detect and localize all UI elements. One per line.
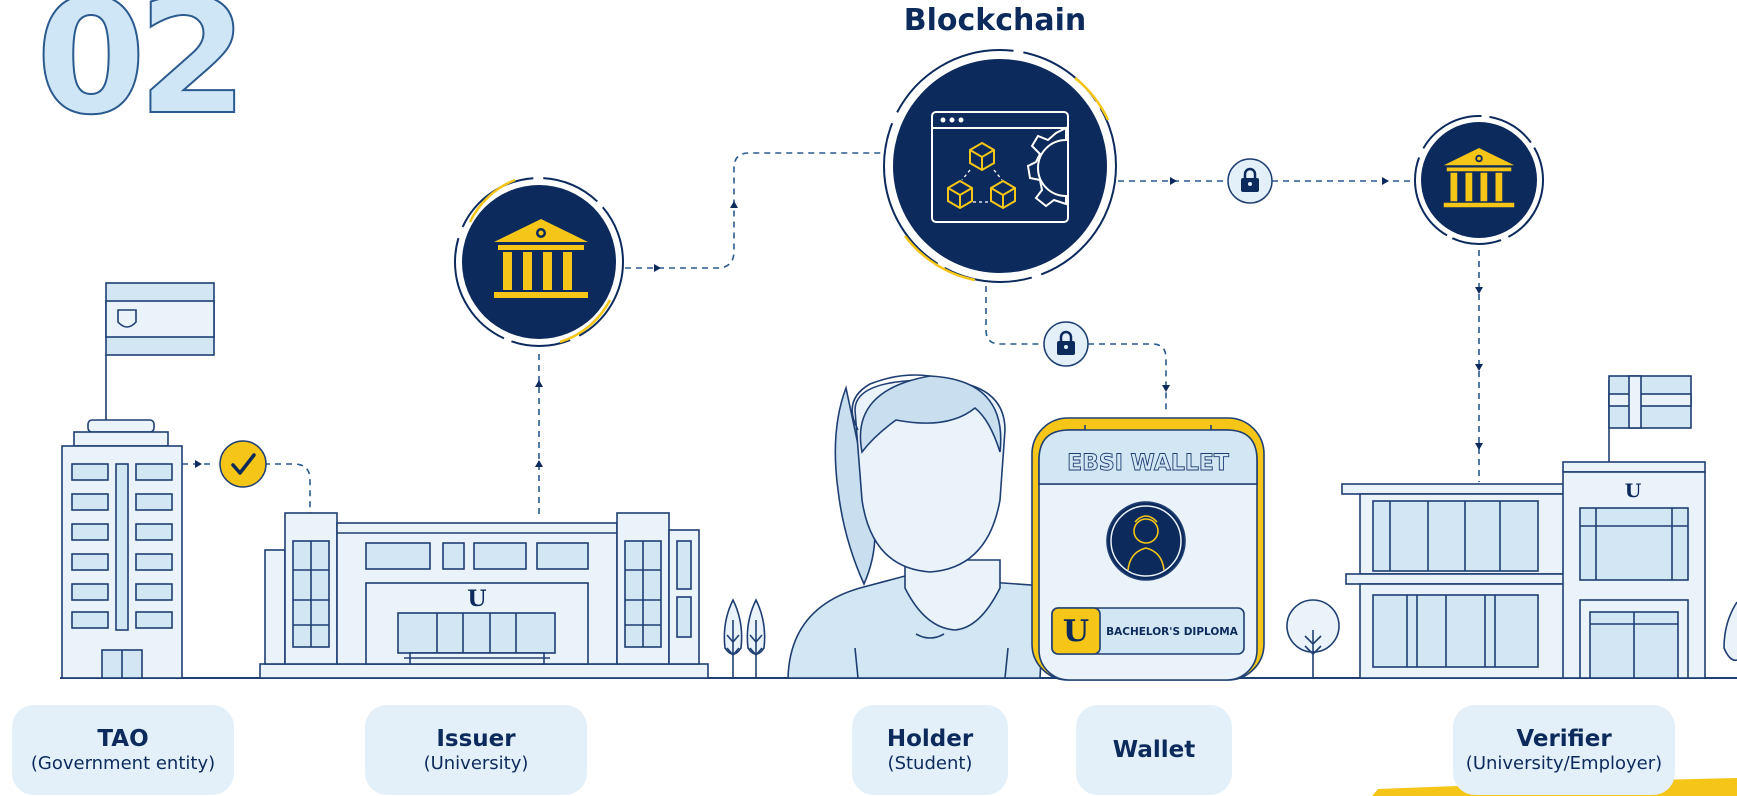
lock-icon <box>1042 320 1090 368</box>
role-name: TAO <box>97 726 149 752</box>
issuer-node <box>454 177 624 347</box>
role-detail: (University) <box>423 753 529 774</box>
role-name: Verifier <box>1516 726 1612 752</box>
role-detail: (University/Employer) <box>1465 753 1663 774</box>
tree-icon <box>723 598 766 678</box>
verifier-node <box>1414 115 1544 245</box>
shield-icon <box>117 309 137 328</box>
holder-label: Holder (Student) <box>852 705 1008 795</box>
cube-icon <box>947 142 1016 209</box>
avatar <box>1127 515 1165 571</box>
role-detail: (Government entity) <box>30 753 216 774</box>
blockchain-title: Blockchain <box>904 3 1087 38</box>
connectors <box>182 152 1480 524</box>
gear-icon <box>1026 126 1067 208</box>
wallet-phone <box>1031 417 1265 681</box>
university-badge: U <box>467 586 486 612</box>
lock-icon <box>1226 157 1274 205</box>
check-icon <box>219 440 267 488</box>
tao-building <box>61 282 215 679</box>
verifier-label: Verifier (University/Employer) <box>1453 705 1675 795</box>
step-number: 02 <box>36 0 240 150</box>
wallet-app-title: EBSI WALLET <box>1067 451 1229 476</box>
issuer-label: Issuer (University) <box>365 705 587 795</box>
tree-icon <box>1723 601 1737 662</box>
role-name: Holder <box>886 726 974 752</box>
role-name: Issuer <box>436 726 516 752</box>
tree-icon <box>1286 599 1340 678</box>
credential-label: BACHELOR'S DIPLOMA <box>1106 626 1239 638</box>
wallet-label: Wallet <box>1076 705 1232 795</box>
verifier-building <box>1341 375 1706 679</box>
role-detail: (Student) <box>887 753 973 774</box>
holder-person <box>787 374 1046 679</box>
tao-label: TAO (Government entity) <box>12 705 234 795</box>
role-name: Wallet <box>1112 737 1196 763</box>
credential-badge: U <box>1063 614 1089 649</box>
browser-icon <box>931 111 1069 223</box>
blockchain-node <box>883 49 1117 283</box>
issuer-building <box>259 512 709 679</box>
university-badge: U <box>1625 480 1642 502</box>
